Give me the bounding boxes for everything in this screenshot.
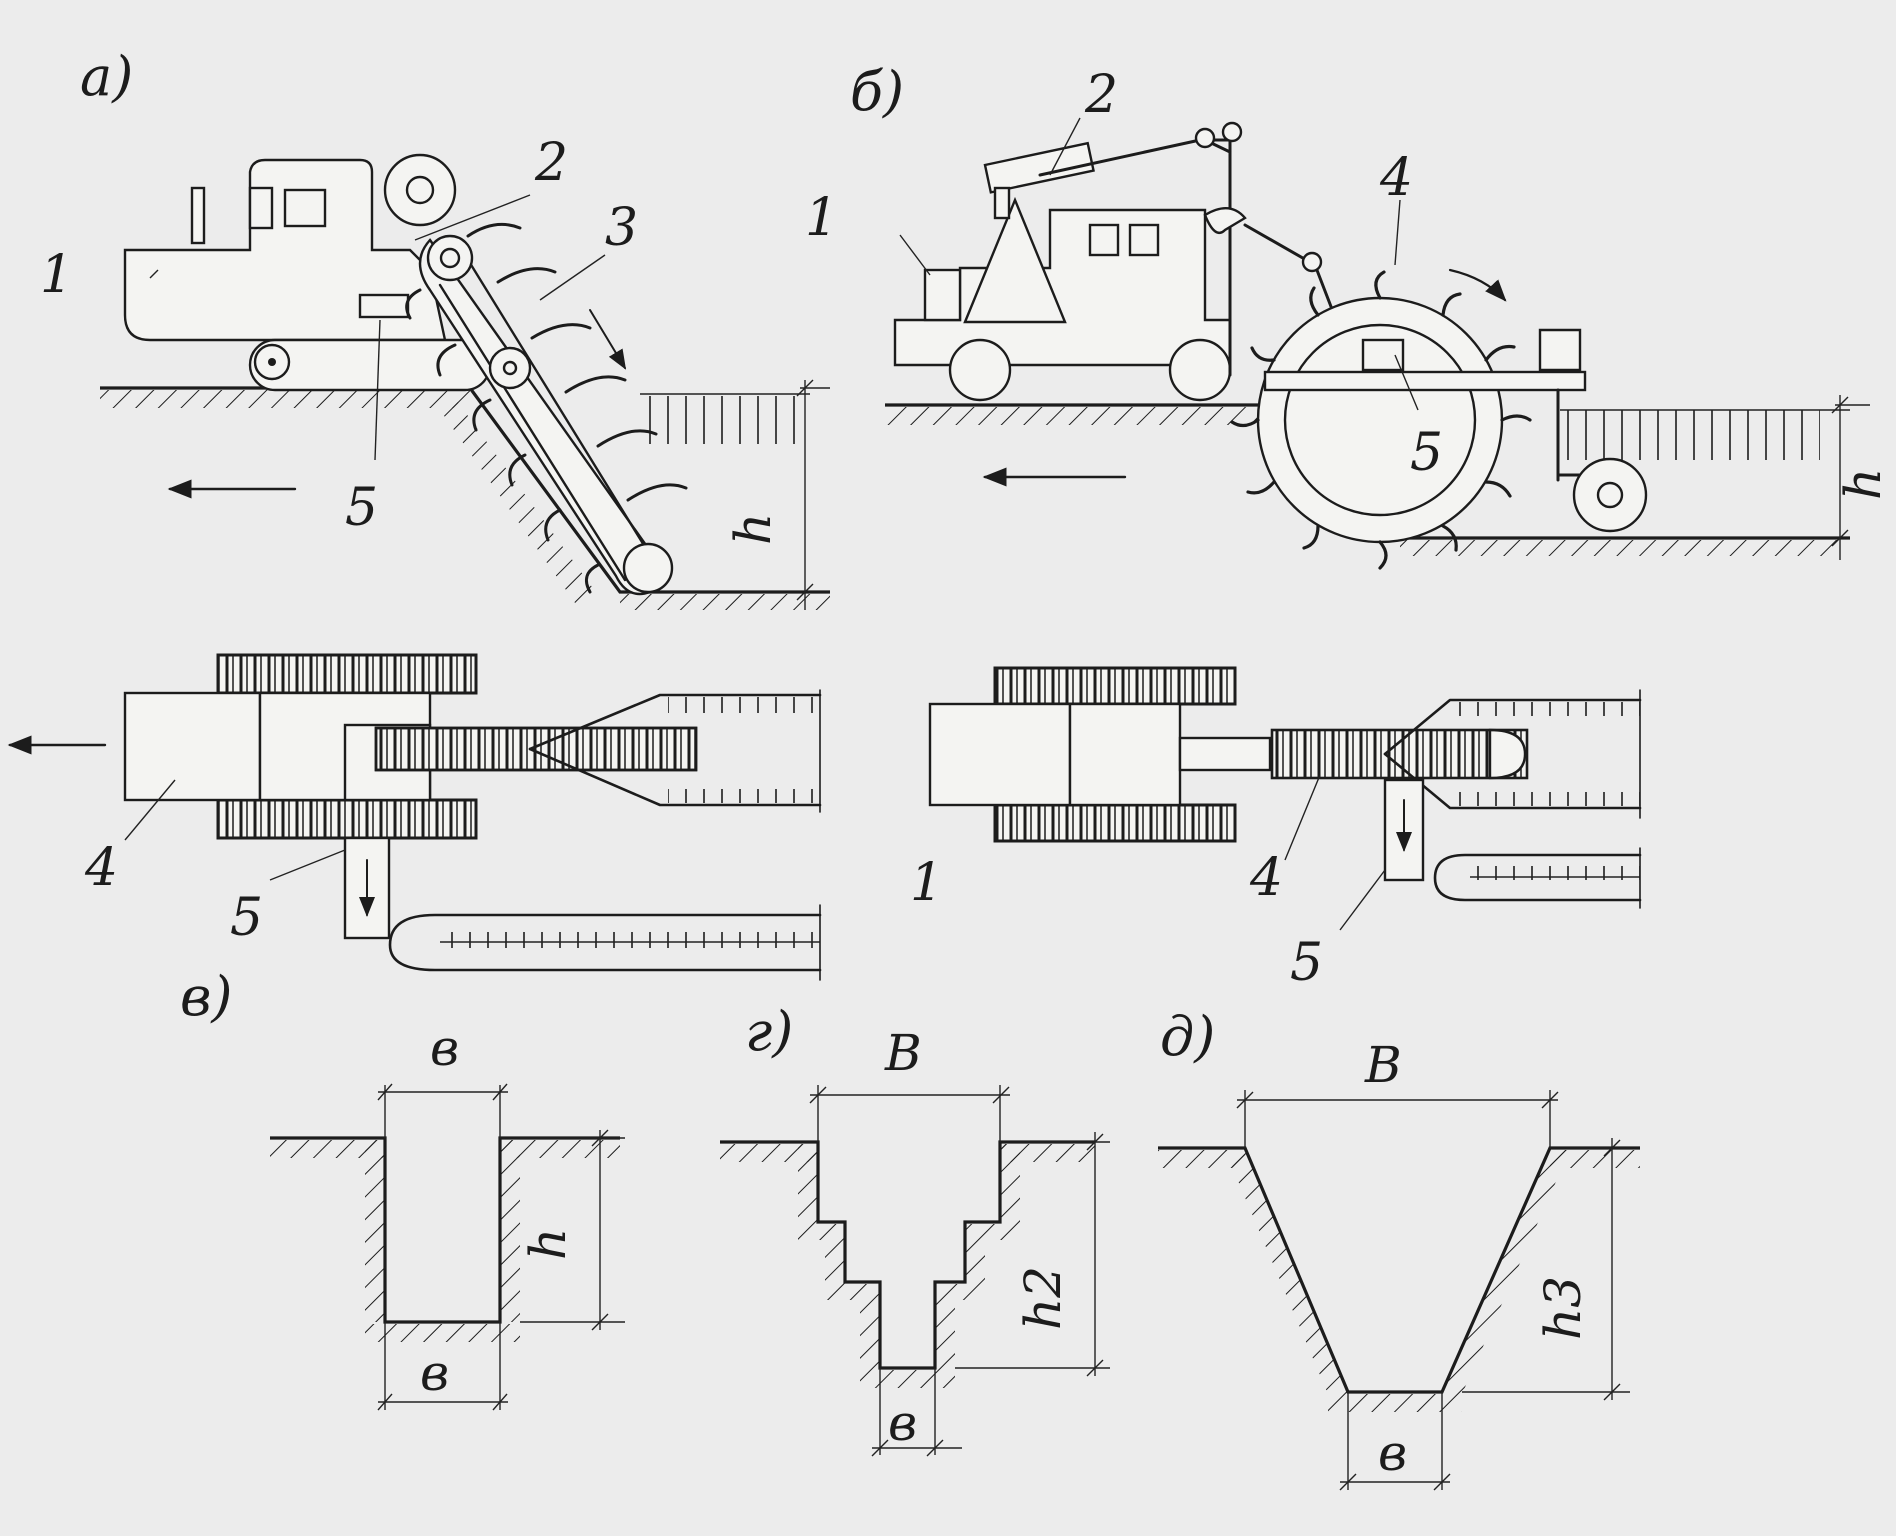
- boom-bottom-sprocket: [622, 542, 674, 594]
- exhaust-pipe: [190, 186, 206, 245]
- tractor-body-plan: [928, 702, 1072, 807]
- spoil-windrow: [388, 913, 822, 972]
- chain-motion-arrow: [589, 309, 627, 370]
- top-width-label: В: [884, 1024, 922, 1082]
- trencher-wheel-plan-view: 1 4 5: [910, 666, 1642, 993]
- rotor-plan: [1270, 728, 1529, 780]
- trencher-wheel-side-view: h 1 2 4 5 б): [805, 60, 1892, 570]
- conveyor: [358, 293, 410, 319]
- crawler-track: [216, 798, 478, 840]
- soil-hatch: [640, 396, 800, 444]
- depth-label: h3: [1534, 1276, 1592, 1340]
- callout-4: 4: [1249, 848, 1283, 908]
- depth-label: h2: [1014, 1266, 1072, 1330]
- panel-label-a: а): [80, 45, 133, 108]
- panel-label-d: д): [1160, 1005, 1215, 1068]
- depth-label: h: [1834, 468, 1892, 500]
- depth-label: h: [724, 513, 782, 545]
- spoil-windrow: [1433, 853, 1642, 902]
- cab-window: [248, 186, 274, 230]
- rotor-rotation-arrow: [1448, 268, 1507, 302]
- panel-label-g: г): [745, 1000, 793, 1063]
- trench-profile-trapezoidal: В h3 в д): [1158, 1005, 1640, 1491]
- tractor-body-plan: [123, 691, 262, 802]
- soil-hatch: [620, 594, 830, 610]
- chain-boom: [418, 234, 674, 596]
- chain-scrapers: [405, 222, 688, 594]
- crawler-track: [993, 803, 1237, 843]
- trench-outline: [720, 1140, 1095, 1370]
- callout-5: 5: [345, 478, 378, 538]
- callout-4: 4: [84, 838, 118, 898]
- boom-frame: [963, 196, 1067, 324]
- crawler-track: [993, 666, 1237, 706]
- top-width-label: В: [1364, 1036, 1402, 1094]
- panel-label-v: в): [180, 965, 233, 1028]
- callout-5: 5: [230, 888, 263, 948]
- bottom-width-label: в: [1378, 1424, 1407, 1482]
- callout-1: 1: [40, 245, 73, 305]
- trencher-chain-plan-view: 4 5: [7, 653, 822, 981]
- trench-profile-stepped: В h2 в г): [720, 1000, 1110, 1457]
- callout-5: 5: [1290, 933, 1323, 993]
- trench-outline: [468, 387, 830, 594]
- rotor-conveyor: [1361, 338, 1405, 372]
- soil-hatch: [440, 398, 600, 610]
- callout-1: 1: [910, 853, 943, 913]
- cab-window: [283, 188, 327, 228]
- bottom-width-label: в: [888, 1394, 917, 1452]
- top-width-label: в: [430, 1019, 459, 1077]
- hydraulic-cylinder: [983, 141, 1095, 194]
- callout-5: 5: [1410, 423, 1443, 483]
- callout-2: 2: [534, 133, 568, 193]
- rotor-wheel: [1230, 270, 1532, 570]
- drive-hub: [405, 175, 435, 205]
- tractor-wheel: [1168, 338, 1232, 402]
- engine-hood: [923, 268, 962, 322]
- depth-label: h: [519, 1228, 577, 1260]
- callout-1: 1: [805, 188, 838, 248]
- crawler-track: [216, 653, 478, 695]
- trench-profile-rectangular: в h в в): [180, 965, 625, 1411]
- bottom-width-label: в: [420, 1344, 449, 1402]
- callout-2: 2: [1084, 65, 1118, 125]
- rotor-teeth: [1230, 270, 1532, 570]
- trench-outline: [1158, 1146, 1640, 1394]
- boom-plan: [374, 726, 698, 772]
- callout-4: 4: [1379, 148, 1413, 208]
- panel-label-b: б): [850, 60, 904, 123]
- bucket-arm: [1203, 207, 1247, 235]
- soil-hatch: [100, 390, 470, 408]
- callout-3: 3: [605, 198, 638, 258]
- support-frame: [1263, 370, 1587, 392]
- tractor-wheel: [948, 338, 1012, 402]
- trencher-chain-side-view: h 1 2 3 5 а): [40, 45, 830, 610]
